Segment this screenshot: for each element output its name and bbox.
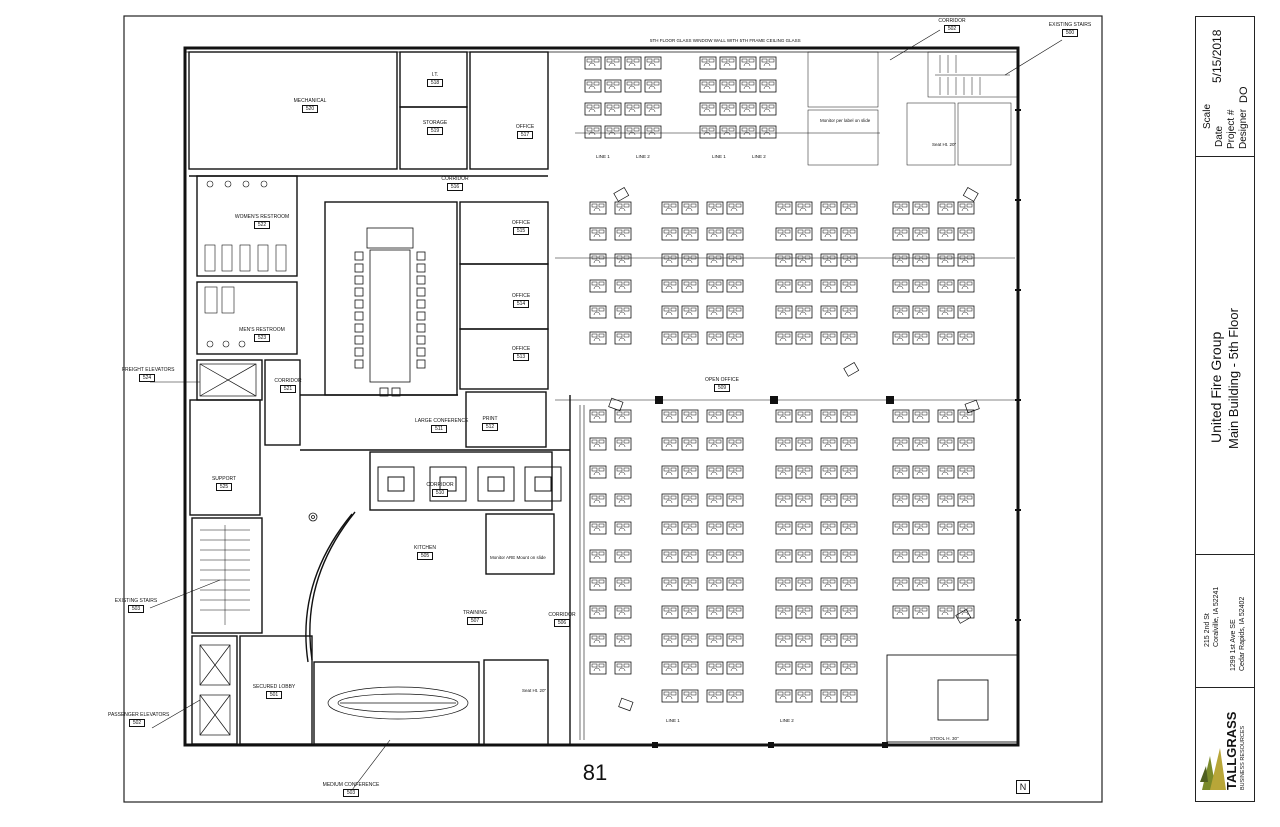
north-arrow-icon: N: [1016, 780, 1030, 794]
project-subtitle: Main Building - 5th Floor: [1226, 308, 1241, 449]
address-2-line-2: Cedar Rapids, IA 52402: [1239, 596, 1246, 671]
designer-label: Designer: [1238, 108, 1249, 149]
company-logo: TALLGRASS BUSINESS RESOURCES: [1196, 686, 1254, 801]
workstation-tag: LINE 2: [780, 718, 794, 723]
equipment-note: STOOL H. 30": [930, 736, 959, 741]
project-name: United Fire Group: [1208, 331, 1224, 443]
title-block-info: Scale Date Project # Designer 5/15/2018 …: [1196, 17, 1254, 157]
address-1-line-2: Coralville, IA 52241: [1213, 586, 1220, 647]
equipment-note: Seat Ht. 20": [522, 688, 547, 693]
logo-mark-icon: [1200, 748, 1226, 790]
logo-tagline: BUSINESS RESOURCES: [1240, 725, 1246, 790]
workstation-tag: LINE 1: [596, 154, 610, 159]
top-wall-note: 5TH FLOOR GLASS WINDOW WALL WITH 5TH FRA…: [650, 38, 801, 43]
date-label: Date: [1214, 125, 1225, 147]
equipment-note: Monitor ARE Mount on slide: [490, 555, 546, 560]
equipment-note: Monitor per label on slide: [820, 118, 871, 123]
address-1-line-1: 215 2nd St: [1204, 613, 1211, 647]
workstation-tag: LINE 2: [636, 154, 650, 159]
logo-name: TALLGRASS: [1224, 711, 1239, 790]
equipment-note: Seat Ht. 20": [932, 142, 957, 147]
room-label: I.T.518: [410, 72, 460, 87]
workstation-tag: LINE 2: [752, 154, 766, 159]
title-block: Scale Date Project # Designer 5/15/2018 …: [1195, 16, 1255, 802]
address-2-line-1: 1299 1st Ave SE: [1230, 619, 1237, 671]
workstation-tag: LINE 1: [666, 718, 680, 723]
project-label: Project #: [1226, 109, 1237, 149]
title-block-project: United Fire Group Main Building - 5th Fl…: [1196, 157, 1254, 555]
workstation-tag: LINE 1: [712, 154, 726, 159]
title-block-addresses: 215 2nd St Coralville, IA 52241 1299 1st…: [1196, 555, 1254, 688]
page-number: 81: [582, 760, 608, 785]
designer-value: DO: [1238, 86, 1250, 104]
scale-label: Scale: [1202, 103, 1213, 129]
date-value: 5/15/2018: [1210, 29, 1224, 83]
